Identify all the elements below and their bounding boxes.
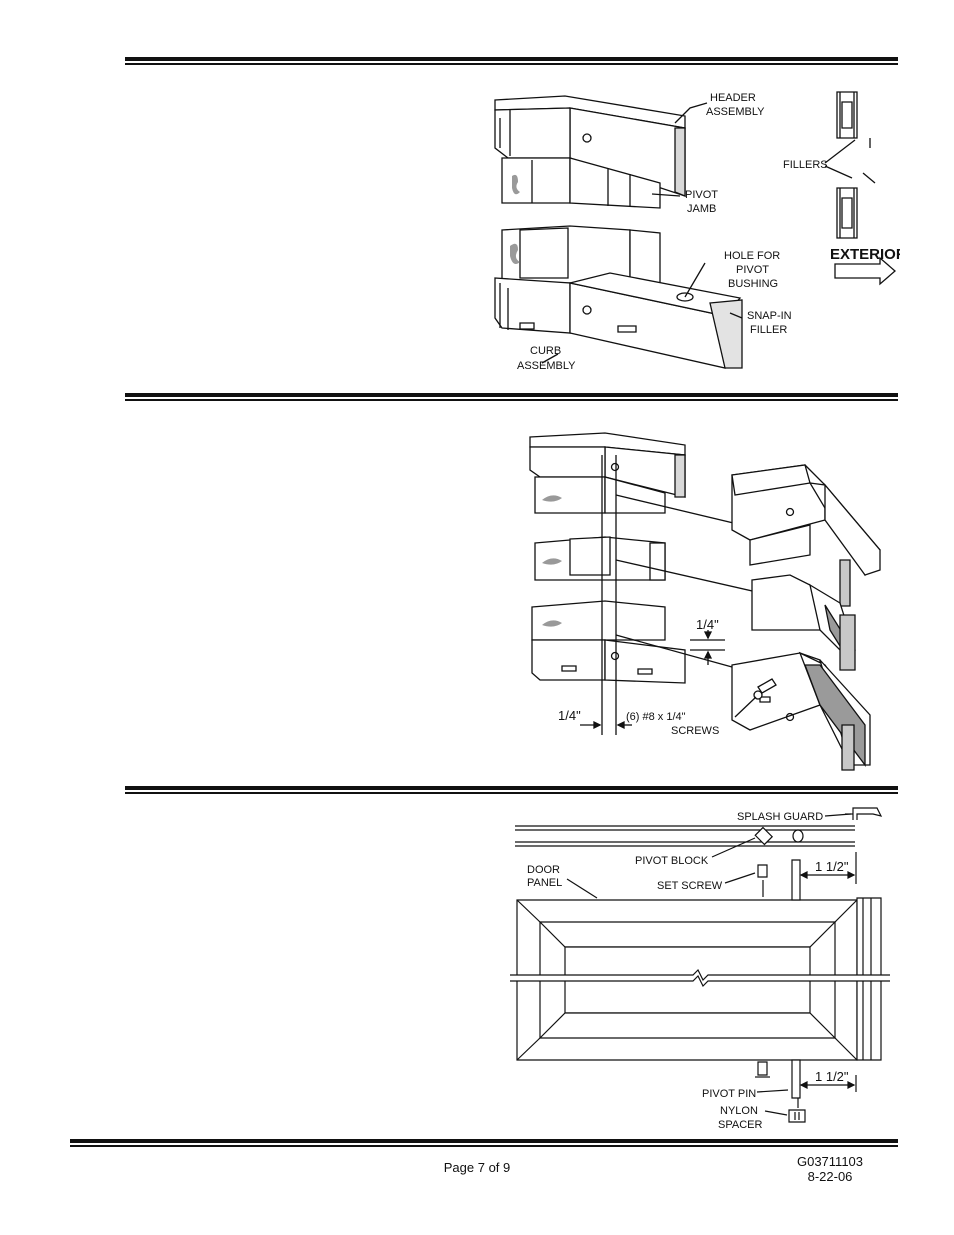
section-divider-3 <box>125 786 898 795</box>
label-door-panel-1: DOOR <box>527 864 560 876</box>
label-fillers: FILLERS <box>783 159 828 171</box>
page-number: Page 7 of 9 <box>443 1160 511 1175</box>
label-dim-bottom: 1 1/2" <box>815 1069 849 1084</box>
figure-pivot-detail: SPLASH GUARD PIVOT BLOCK DOOR PANEL SET … <box>510 800 890 1131</box>
label-pivot-jamb-1: PIVOT <box>685 189 718 201</box>
footer-divider <box>70 1139 898 1148</box>
label-pivot-jamb-2: JAMB <box>687 203 716 215</box>
label-dim-top: 1 1/2" <box>815 859 849 874</box>
figure-corner-assembly: 1/4" 1/4" (6) #8 x 1/4" SCREWS <box>520 425 900 780</box>
document-date: 8-22-06 <box>807 1169 853 1184</box>
label-nylon-spacer-1: NYLON <box>720 1105 758 1117</box>
label-screws-1: (6) #8 x 1/4" <box>626 711 686 723</box>
label-hole-for-pivot-bushing-1: HOLE FOR <box>724 250 780 262</box>
document-code: G03711103 <box>796 1154 864 1169</box>
label-pivot-block: PIVOT BLOCK <box>635 855 709 867</box>
label-snap-in-filler-2: FILLER <box>750 324 787 336</box>
label-hole-for-pivot-bushing-3: BUSHING <box>728 278 778 290</box>
label-curb-assembly-2: ASSEMBLY <box>517 360 576 372</box>
label-snap-in-filler-1: SNAP-IN <box>747 310 792 322</box>
label-splash-guard: SPLASH GUARD <box>737 811 823 823</box>
label-pivot-pin: PIVOT PIN <box>702 1088 756 1100</box>
label-nylon-spacer-2: SPACER <box>718 1119 762 1131</box>
label-door-panel-2: PANEL <box>527 877 562 889</box>
label-exterior: EXTERIOR <box>830 246 900 263</box>
label-set-screw: SET SCREW <box>657 880 723 892</box>
label-screws-2: SCREWS <box>671 725 719 737</box>
section-divider-1 <box>125 57 898 66</box>
label-header-assembly-2: ASSEMBLY <box>706 106 765 118</box>
label-dim-vertical: 1/4" <box>696 617 719 632</box>
label-curb-assembly-1: CURB <box>530 345 561 357</box>
figure-header-curb-assembly: HEADER ASSEMBLY PIVOT JAMB FILLERS HOLE … <box>480 78 900 372</box>
label-header-assembly-1: HEADER <box>710 92 756 104</box>
section-divider-2 <box>125 393 898 402</box>
label-dim-horizontal: 1/4" <box>558 708 581 723</box>
label-hole-for-pivot-bushing-2: PIVOT <box>736 264 769 276</box>
document-code-block: G03711103 8-22-06 <box>780 1154 880 1184</box>
